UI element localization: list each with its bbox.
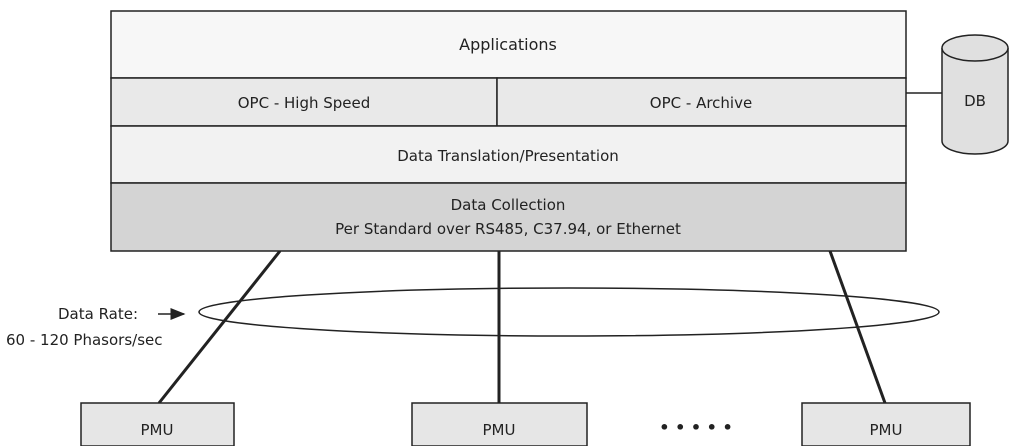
- collection-label-line2: Per Standard over RS485, C37.94, or Ethe…: [335, 220, 681, 238]
- more-pmus-ellipsis: • • • • •: [659, 418, 732, 437]
- pmu-box-3: [801, 402, 971, 446]
- collection-label-line1: Data Collection: [451, 196, 566, 214]
- opc-high-speed-label: OPC - High Speed: [238, 94, 371, 112]
- applications-label: Applications: [459, 35, 557, 54]
- translation-layer: [110, 125, 907, 184]
- applications-layer: [110, 10, 907, 79]
- database-label: DB: [964, 92, 986, 110]
- opc-high-speed-layer: [110, 77, 498, 127]
- pmu-box-2: [411, 402, 588, 446]
- pmu-label-2: PMU: [483, 421, 516, 439]
- data-rate-ellipse: [198, 287, 940, 337]
- data-rate-value: 60 - 120 Phasors/sec: [6, 331, 163, 349]
- opc-archive-label: OPC - Archive: [650, 94, 752, 112]
- database-cylinder-icon: [941, 34, 1009, 155]
- data-rate-label: Data Rate:: [58, 305, 138, 323]
- opc-archive-layer: [496, 77, 907, 127]
- pmu-label-3: PMU: [870, 421, 903, 439]
- pmu-label-1: PMU: [141, 421, 174, 439]
- collection-layer: [110, 182, 907, 252]
- pmu-box-1: [80, 402, 235, 446]
- translation-label: Data Translation/Presentation: [397, 147, 619, 165]
- pmu1-link: [157, 250, 282, 404]
